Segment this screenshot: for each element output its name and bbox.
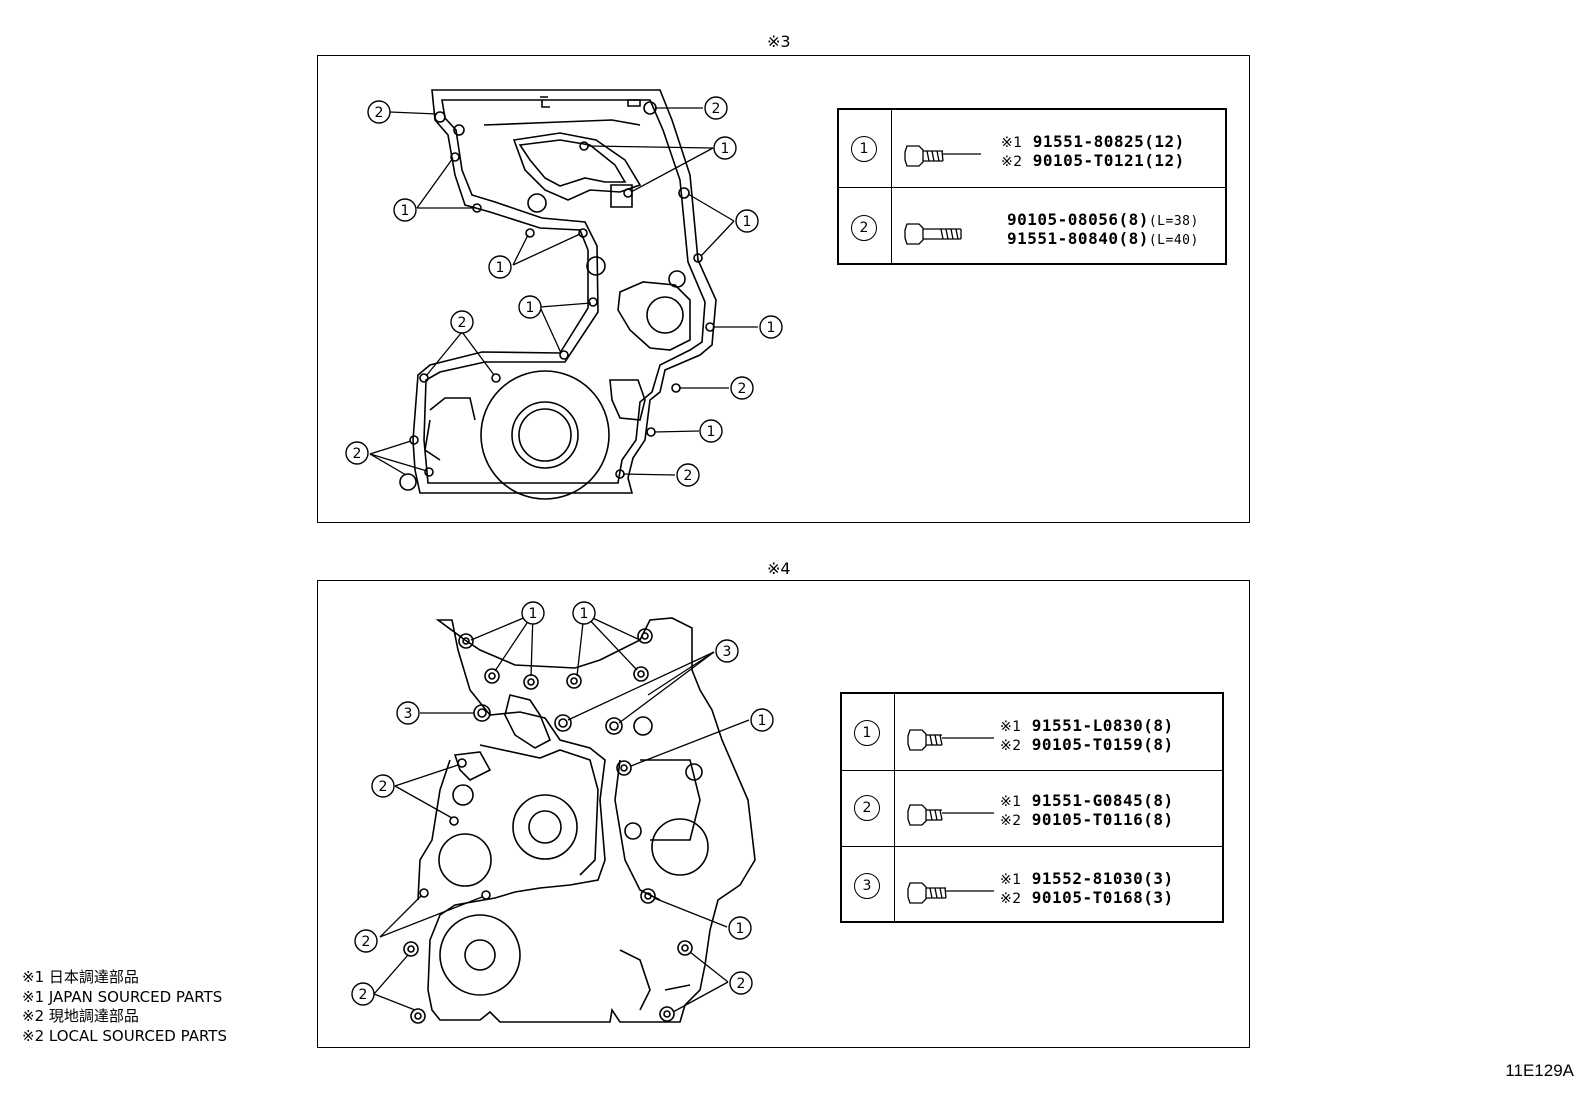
section-title-bottom: ※4 xyxy=(767,559,791,578)
svg-text:2: 2 xyxy=(353,446,362,462)
callout-1: 1 xyxy=(572,601,596,625)
callout-2: 2 xyxy=(367,100,391,124)
part-index: 1 xyxy=(851,136,877,162)
parts-row: 2 90105-08056(8)(L=38) 91551-80840(8)(L=… xyxy=(839,187,1225,265)
parts-row: 2 ※1 91551-G0845(8) ※2 90105-T0116(8) xyxy=(842,770,1222,847)
timing-cover-bottom-drawing xyxy=(403,617,756,1024)
callout-1: 1 xyxy=(713,136,737,160)
bolt-icon xyxy=(904,223,962,245)
callout-1: 1 xyxy=(488,255,512,279)
legend-line: ※2 現地調達部品 xyxy=(22,1007,139,1025)
callout-2: 2 xyxy=(354,929,378,953)
callout-1: 1 xyxy=(699,419,723,443)
callout-1: 1 xyxy=(759,315,783,339)
callout-1: 1 xyxy=(521,601,545,625)
callout-1: 1 xyxy=(393,198,417,222)
svg-text:2: 2 xyxy=(737,976,746,992)
section-title-top: ※3 xyxy=(767,32,791,51)
svg-text:1: 1 xyxy=(496,260,505,276)
bolt-icon xyxy=(904,145,981,167)
callout-1: 1 xyxy=(518,295,542,319)
legend-line: ※1 日本調達部品 xyxy=(22,968,139,986)
part-number-line1: ※1 91551-G0845(8) xyxy=(1000,791,1174,810)
part-number-line2: 91551-80840(8)(L=40) xyxy=(1007,229,1199,248)
legend: ※1 日本調達部品 ※1 JAPAN SOURCED PARTS ※2 現地調達… xyxy=(22,968,227,1046)
svg-text:2: 2 xyxy=(379,779,388,795)
index-cell: 2 xyxy=(839,188,892,265)
svg-text:1: 1 xyxy=(736,921,745,937)
bolt-icon xyxy=(907,882,994,904)
svg-text:2: 2 xyxy=(458,315,467,331)
svg-text:1: 1 xyxy=(526,300,535,316)
callout-1: 1 xyxy=(735,209,759,233)
callout-2: 2 xyxy=(371,774,395,798)
parts-row: 3 ※1 91552-81030(3) ※2 90105-T0168(3) xyxy=(842,846,1222,923)
svg-text:1: 1 xyxy=(743,214,752,230)
callouts-top: 2 2 1 1 1 1 1 1 2 2 1 2 2 xyxy=(345,96,783,487)
part-index: 3 xyxy=(854,873,880,899)
leader-lines-top xyxy=(369,107,758,476)
part-index: 2 xyxy=(851,215,877,241)
diagram-frame-bottom xyxy=(317,580,1250,1048)
svg-text:3: 3 xyxy=(723,644,732,660)
callout-1: 1 xyxy=(750,708,774,732)
svg-text:2: 2 xyxy=(375,105,384,121)
parts-table-top: 1 ※1 91551-80825(12) ※2 90105-T0121(12) … xyxy=(837,108,1227,265)
callout-2: 2 xyxy=(729,971,753,995)
part-number-line2: ※2 90105-T0121(12) xyxy=(1001,151,1185,170)
callout-1: 1 xyxy=(728,916,752,940)
svg-text:1: 1 xyxy=(721,141,730,157)
callout-2: 2 xyxy=(676,463,700,487)
index-cell: 1 xyxy=(839,110,892,188)
part-number-line2: ※2 90105-T0116(8) xyxy=(1000,810,1174,829)
part-number-line1: ※1 91552-81030(3) xyxy=(1000,869,1174,888)
svg-text:1: 1 xyxy=(401,203,410,219)
callout-2: 2 xyxy=(351,982,375,1006)
svg-text:1: 1 xyxy=(758,713,767,729)
parts-row: 1 ※1 91551-L0830(8) ※2 90105-T0159(8) xyxy=(842,694,1222,771)
callout-3: 3 xyxy=(396,701,420,725)
index-cell: 1 xyxy=(842,694,895,771)
part-number-line1: ※1 91551-L0830(8) xyxy=(1000,716,1174,735)
bolt-icon xyxy=(907,804,994,826)
index-cell: 3 xyxy=(842,847,895,923)
svg-text:2: 2 xyxy=(738,381,747,397)
legend-line: ※1 JAPAN SOURCED PARTS xyxy=(22,987,223,1006)
callouts-bottom: 1 1 3 3 1 2 1 2 2 2 xyxy=(351,601,774,1006)
svg-text:1: 1 xyxy=(529,606,538,622)
part-index: 1 xyxy=(854,720,880,746)
parts-row: 1 ※1 91551-80825(12) ※2 90105-T0121(12) xyxy=(839,110,1225,188)
svg-text:1: 1 xyxy=(767,320,776,336)
part-index: 2 xyxy=(854,795,880,821)
svg-text:2: 2 xyxy=(359,987,368,1003)
svg-text:1: 1 xyxy=(707,424,716,440)
legend-line: ※2 LOCAL SOURCED PARTS xyxy=(22,1026,227,1045)
callout-2: 2 xyxy=(450,310,474,334)
illustration-code: 11E129A xyxy=(1505,1061,1574,1080)
bolt-icon xyxy=(907,729,994,751)
part-number-line1: ※1 91551-80825(12) xyxy=(1001,132,1185,151)
timing-cover-top-drawing xyxy=(399,89,717,500)
svg-text:2: 2 xyxy=(712,101,721,117)
svg-text:2: 2 xyxy=(684,468,693,484)
part-number-line2: ※2 90105-T0159(8) xyxy=(1000,735,1174,754)
svg-text:1: 1 xyxy=(580,606,589,622)
diagram-frame-top xyxy=(317,55,1250,523)
callout-2: 2 xyxy=(730,376,754,400)
svg-text:2: 2 xyxy=(362,934,371,950)
callout-2: 2 xyxy=(345,441,369,465)
callout-3: 3 xyxy=(715,639,739,663)
index-cell: 2 xyxy=(842,771,895,847)
callout-2: 2 xyxy=(704,96,728,120)
part-number-line1: 90105-08056(8)(L=38) xyxy=(1007,210,1199,229)
part-number-line2: ※2 90105-T0168(3) xyxy=(1000,888,1174,907)
svg-text:3: 3 xyxy=(404,706,413,722)
parts-table-bottom: 1 ※1 91551-L0830(8) ※2 90105-T0159(8) 2 … xyxy=(840,692,1224,923)
